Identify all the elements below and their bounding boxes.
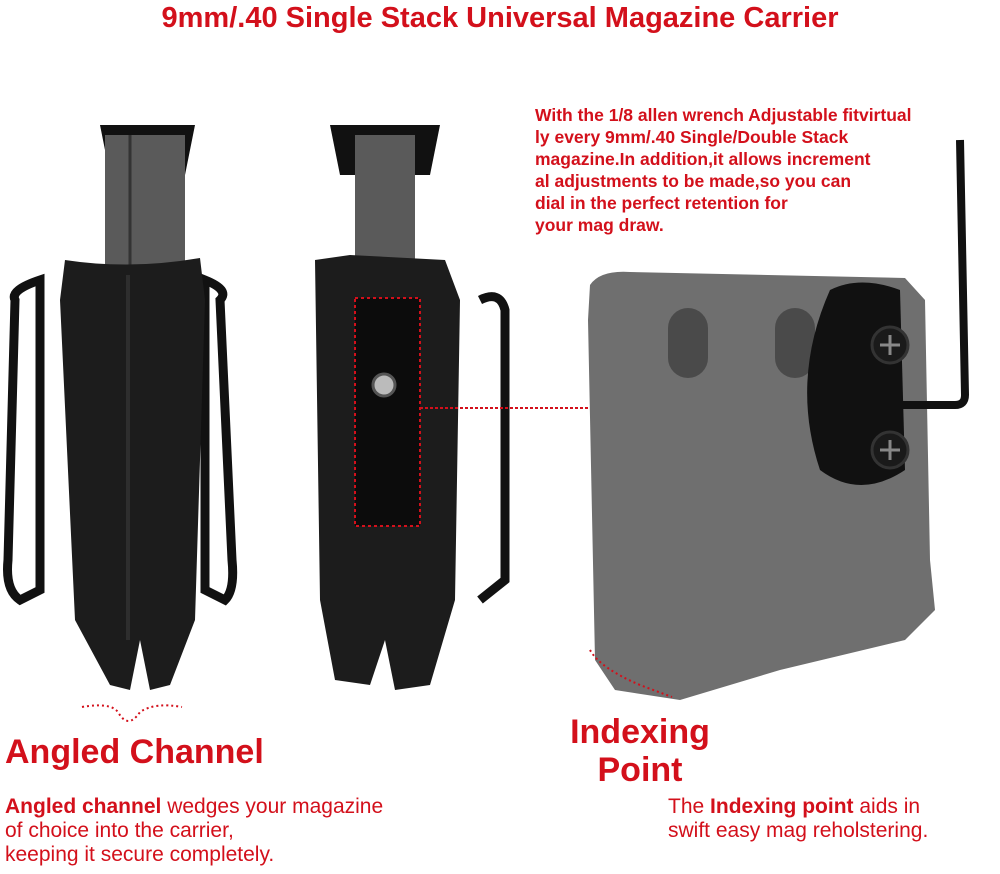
description-line: ly every 9mm/.40 Single/Double Stack bbox=[535, 127, 849, 147]
angled-channel-line1: wedges your magazine bbox=[161, 795, 384, 818]
carrier-side-view bbox=[588, 139, 970, 700]
angled-channel-heading: Angled Channel bbox=[5, 733, 264, 771]
description-line: al adjustments to be made,so you can bbox=[535, 171, 852, 191]
angled-channel-bold: Angled channel bbox=[5, 795, 162, 818]
indexing-point-line: The Indexing point aids in bbox=[668, 795, 928, 819]
screw-icon bbox=[371, 372, 397, 398]
indexing-line2: swift easy mag reholstering. bbox=[668, 819, 929, 842]
indexing-line1: aids in bbox=[853, 795, 921, 818]
adjustment-description: With the 1/8 allen wrench Adjustable fit… bbox=[535, 104, 995, 236]
description-line: dial in the perfect retention for bbox=[535, 193, 788, 213]
angled-channel-line2: of choice into the carrier, bbox=[5, 819, 234, 842]
carrier-front-view bbox=[3, 125, 238, 722]
page-title: 9mm/.40 Single Stack Universal Magazine … bbox=[161, 2, 839, 34]
angled-channel-text: Angled channel wedges your magazine of c… bbox=[5, 795, 383, 867]
description-line: your mag draw. bbox=[535, 215, 664, 235]
indexing-heading-line2: Point bbox=[597, 751, 683, 789]
indexing-point-text: The Indexing point aids in swift easy ma… bbox=[668, 795, 928, 843]
indexing-bold: Indexing point bbox=[710, 795, 854, 818]
angled-channel-line3: keeping it secure completely. bbox=[5, 843, 275, 866]
description-line: magazine.In addition,it allows increment bbox=[535, 149, 871, 169]
indexing-heading-line1: Indexing bbox=[570, 713, 710, 751]
angled-channel-line: Angled channel wedges your magazine bbox=[5, 795, 383, 819]
carrier-back-view bbox=[315, 125, 865, 690]
allen-wrench-icon bbox=[860, 139, 970, 409]
adjustment-screw-highlight bbox=[354, 297, 421, 527]
angled-channel-marker bbox=[81, 704, 183, 722]
indexing-point-marker bbox=[589, 649, 673, 698]
indexing-point-heading: Indexing Point bbox=[570, 713, 710, 789]
description-line: With the 1/8 allen wrench Adjustable fit… bbox=[535, 105, 912, 125]
indexing-prefix: The bbox=[668, 795, 711, 818]
